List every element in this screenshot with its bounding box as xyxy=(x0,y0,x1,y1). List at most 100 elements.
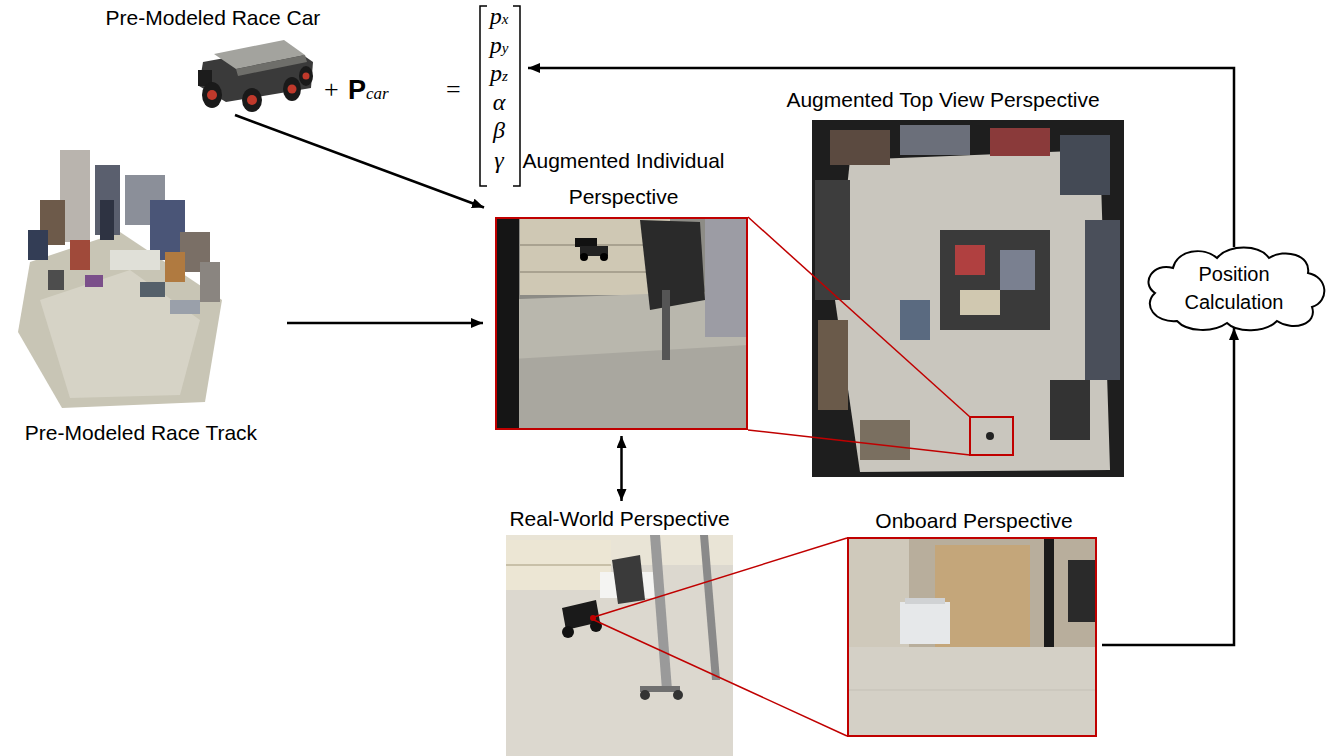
real-world-photo xyxy=(673,690,683,700)
onboard-photo xyxy=(847,647,1097,737)
track-point-cloud xyxy=(140,282,165,297)
car-model xyxy=(236,55,307,76)
car-model xyxy=(299,66,313,86)
car-model xyxy=(303,73,310,80)
onboard-photo xyxy=(847,690,1097,691)
process-cloud: Position Calculation xyxy=(1137,243,1331,333)
math-symbol: γ xyxy=(484,147,514,176)
perspective-image: Onboard Perspective xyxy=(847,537,1097,737)
math-symbol: α xyxy=(484,89,514,118)
pose-vector: +Pcar=pxpypzαβγ xyxy=(318,2,524,190)
top-view-image xyxy=(940,230,1050,330)
track-point-cloud xyxy=(100,200,114,240)
track-point-cloud xyxy=(70,240,90,270)
track-point-cloud xyxy=(18,150,222,408)
top-view-image xyxy=(860,420,910,460)
math-symbol: px xyxy=(484,3,514,32)
perspective-image: Real-World Perspective xyxy=(506,535,733,756)
perspective-image: Augmented Individual Perspective xyxy=(495,217,748,430)
cloud-outline xyxy=(1148,248,1324,331)
node-label: Augmented Individual Perspective xyxy=(487,143,760,215)
track-point-cloud xyxy=(165,252,185,282)
top-view-image xyxy=(970,417,1013,455)
onboard-photo xyxy=(1068,560,1097,622)
car-model xyxy=(198,40,313,112)
real-world-photo xyxy=(506,535,733,756)
arrow-connector xyxy=(1102,328,1234,645)
real-world-photo xyxy=(562,626,574,638)
track-point-cloud xyxy=(200,262,220,302)
real-world-photo xyxy=(506,535,733,756)
node-label: Position Calculation xyxy=(1169,260,1299,316)
individual-view-image xyxy=(495,217,519,430)
onboard-photo xyxy=(905,598,945,604)
real-world-photo xyxy=(506,564,611,566)
top-view-image xyxy=(986,432,994,440)
top-view-image xyxy=(990,128,1050,156)
top-view-image xyxy=(835,150,1110,472)
car-model-image: Pre-Modeled Race Car xyxy=(190,32,316,112)
node-label: Augmented Top View Perspective xyxy=(772,88,1114,112)
node-label: Real-World Perspective xyxy=(486,507,753,531)
top-view-image xyxy=(900,125,970,155)
zoom-line xyxy=(748,217,970,417)
track-point-cloud xyxy=(85,275,103,287)
arrow-connector xyxy=(287,322,483,325)
individual-view-image xyxy=(640,220,705,310)
top-view-image xyxy=(1060,135,1110,195)
matrix-bracket xyxy=(513,6,520,186)
track-point-cloud xyxy=(18,232,222,408)
track-point-cloud xyxy=(170,300,200,314)
car-model xyxy=(247,95,257,105)
car-model xyxy=(207,90,217,100)
car-model xyxy=(242,88,262,112)
node-label: Pre-Modeled Race Car xyxy=(98,6,328,30)
real-world-photo xyxy=(506,540,611,590)
individual-view-image xyxy=(495,217,748,430)
individual-view-image xyxy=(580,253,588,261)
onboard-photo xyxy=(847,537,1097,737)
zoom-line xyxy=(748,217,970,455)
individual-view-image xyxy=(600,253,608,261)
top-view-image xyxy=(1050,380,1090,440)
real-world-photo xyxy=(640,690,650,700)
top-view-image xyxy=(1085,220,1120,380)
top-view-image xyxy=(812,120,1124,477)
zoom-line xyxy=(748,430,970,455)
top-view-image xyxy=(900,300,930,340)
track-point-cloud xyxy=(110,250,160,270)
arrow-connector xyxy=(235,115,484,207)
view-line xyxy=(594,538,847,617)
real-world-photo xyxy=(590,620,602,632)
real-world-photo xyxy=(700,535,720,680)
top-view-image xyxy=(812,120,1124,477)
car-model xyxy=(288,85,297,94)
individual-view-image xyxy=(495,345,748,430)
view-line xyxy=(594,538,847,736)
matrix-bracket xyxy=(480,6,520,186)
top-view-image xyxy=(830,130,890,165)
individual-view-image xyxy=(575,238,597,247)
individual-view-image xyxy=(662,290,670,360)
car-model xyxy=(202,82,222,108)
track-point-cloud xyxy=(48,270,64,290)
track-model-image: Pre-Modeled Race Track xyxy=(18,145,222,410)
math-symbol: + xyxy=(324,75,339,105)
matrix-bracket xyxy=(480,6,487,186)
individual-view-image xyxy=(705,217,748,337)
track-point-cloud xyxy=(28,230,48,260)
top-view-image xyxy=(818,320,848,410)
perspective-image: Augmented Top View Perspective xyxy=(812,120,1124,477)
cloud-outline xyxy=(1137,243,1331,333)
math-symbol: py xyxy=(484,32,514,61)
real-world-photo xyxy=(612,555,645,604)
math-symbol: pz xyxy=(484,60,514,89)
onboard-photo xyxy=(847,537,1097,647)
onboard-photo xyxy=(900,602,950,644)
view-line xyxy=(594,620,847,736)
individual-view-image xyxy=(495,217,748,430)
onboard-photo xyxy=(847,537,909,647)
